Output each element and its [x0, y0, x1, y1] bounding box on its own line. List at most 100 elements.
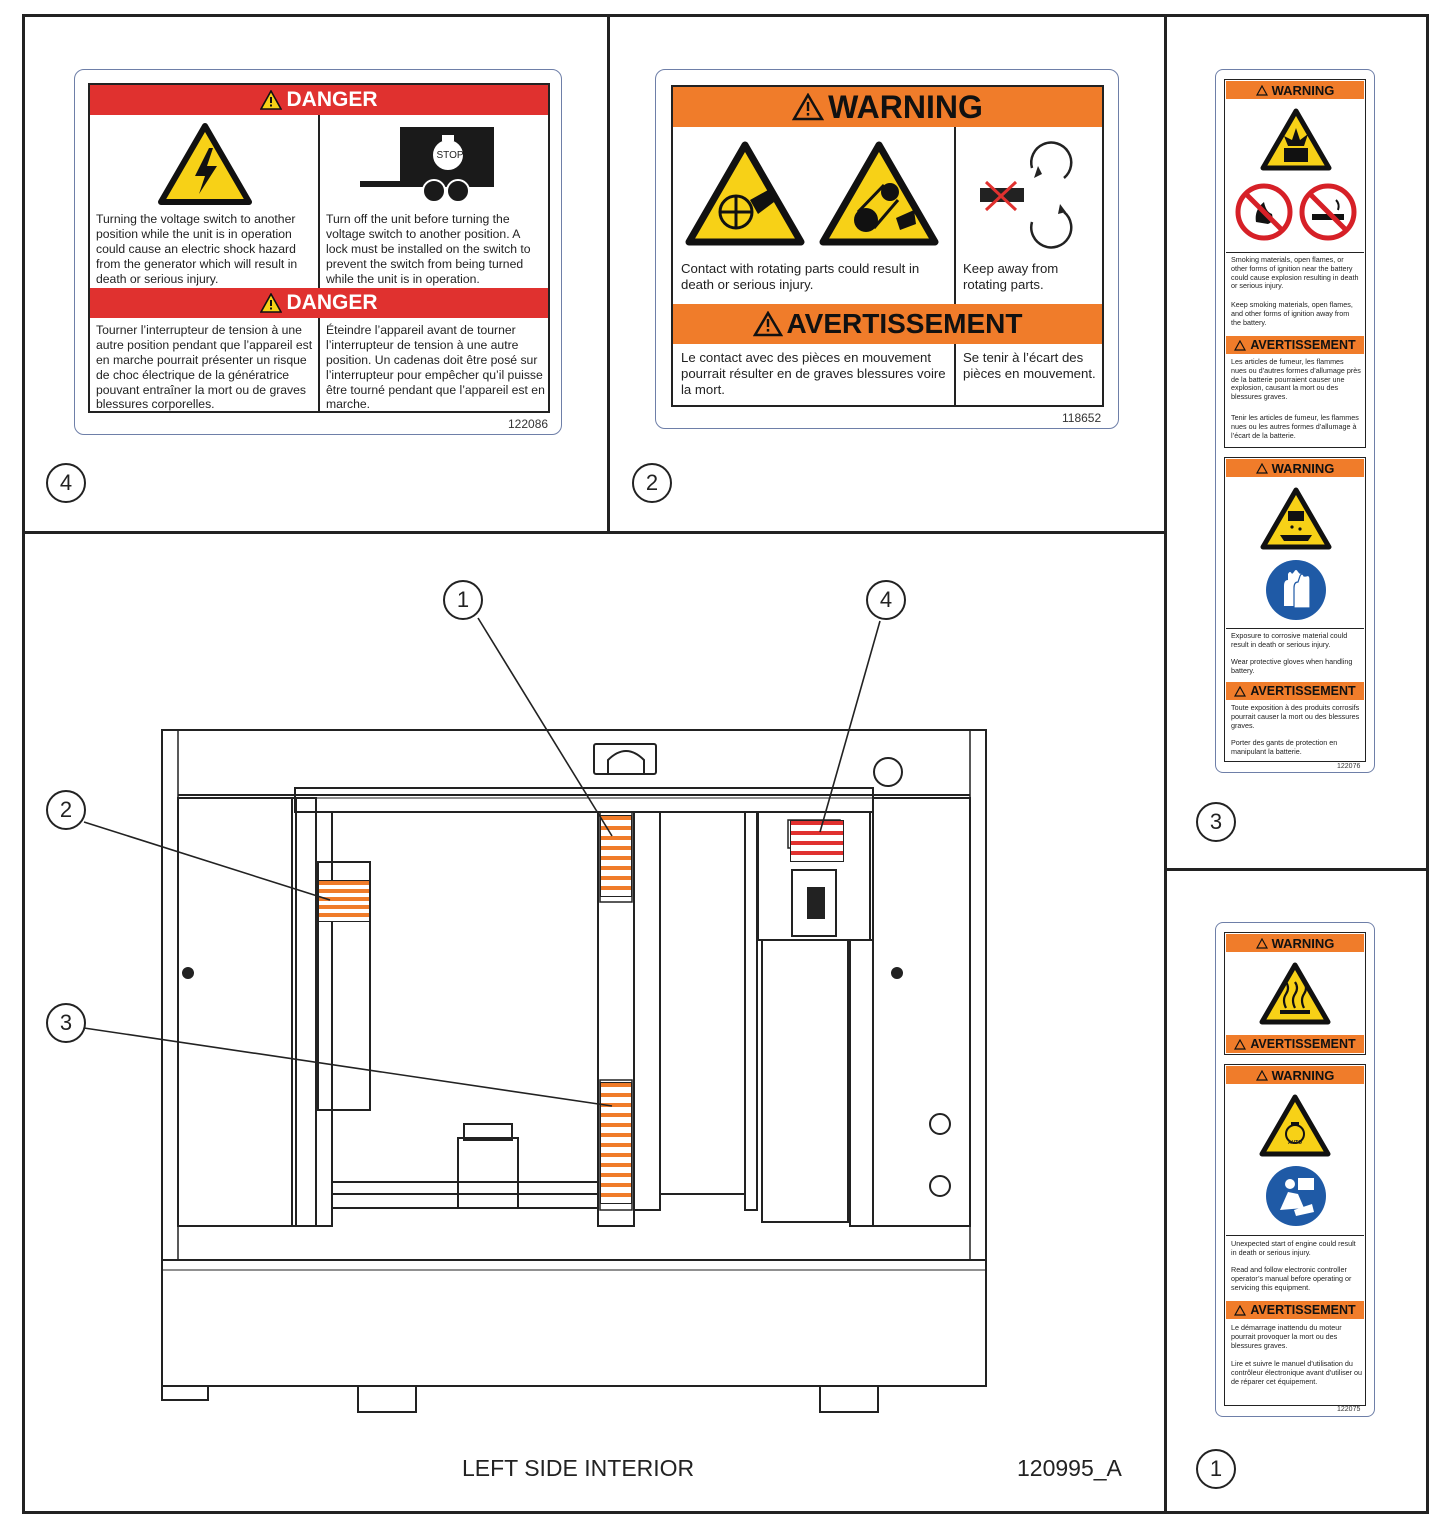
mini-label-1: [600, 815, 632, 897]
warning-title: WARNING: [828, 88, 983, 125]
battery-avert-header-2: AVERTISSEMENT: [1226, 682, 1364, 700]
part-number-122076: 122076: [1337, 763, 1361, 770]
battery-avert-title-2: AVERTISSEMENT: [1250, 684, 1356, 698]
battery-text-1c: Les articles de fumeur, les flammes nues…: [1231, 357, 1361, 402]
battery-text-2a: Exposure to corrosive material could res…: [1231, 631, 1348, 649]
battery-avert-header-1: AVERTISSEMENT: [1226, 336, 1364, 354]
drawing-title: LEFT SIDE INTERIOR: [462, 1455, 695, 1481]
warning-header: WARNING: [673, 87, 1102, 127]
hot-warning-header: WARNING: [1226, 934, 1364, 952]
mini-label-3: [600, 1082, 632, 1204]
avertissement-title: AVERTISSEMENT: [786, 308, 1023, 339]
warning-divider-v: [954, 127, 956, 407]
part-number-122086: 122086: [508, 417, 549, 431]
generator-interior-drawing: [161, 729, 987, 1413]
danger-left-fr-text: Tourner l’interrupteur de tension à une …: [96, 323, 313, 412]
battery-label-card: [1215, 69, 1375, 773]
hot-surface-icon: [1259, 962, 1331, 1025]
warning-triangle-icon: [792, 93, 825, 121]
warning-left-en-text: Contact with rotating parts could result…: [681, 261, 920, 293]
danger-title-fr: DANGER: [286, 291, 378, 314]
entanglement-fan-icon: [685, 141, 805, 246]
hot-avert-header: AVERTISSEMENT: [1226, 1035, 1364, 1053]
electric-shock-icon: [158, 123, 252, 205]
mini-label-4: [790, 820, 844, 862]
wear-gloves-icon: [1266, 560, 1326, 620]
warning-rotating-label-card: [655, 69, 1119, 429]
callout-2-panel: 2: [632, 463, 672, 503]
battery-text-2b: Wear protective gloves when handling bat…: [1231, 657, 1353, 675]
auto-warning-title: WARNING: [1271, 1067, 1335, 1083]
drawing-number: 120995_A: [1017, 1455, 1122, 1481]
auto-avert-header: AVERTISSEMENT: [1226, 1301, 1364, 1319]
warning-triangle-icon: [1255, 84, 1268, 96]
battery-label-border-bottom: [1224, 457, 1366, 762]
part-number-118652: 118652: [1062, 411, 1102, 425]
auto-start-border: [1224, 1064, 1366, 1406]
battery-explosion-icon: [1260, 108, 1332, 171]
danger-right-fr-text: Éteindre l’appareil avant de tourner l’i…: [326, 323, 545, 412]
battery-warning-title-2: WARNING: [1271, 460, 1335, 476]
battery-sep-2: [1226, 628, 1364, 629]
outer-frame: [22, 14, 1429, 1514]
keep-away-rotating-icon: [980, 141, 1073, 249]
danger-header-fr: DANGER: [90, 288, 548, 318]
battery-text-1a: Smoking materials, open flames, or other…: [1231, 255, 1359, 291]
callout-4-drawing: 4: [866, 580, 906, 620]
mini-label-2: [318, 880, 370, 922]
danger-left-en-text: Turning the voltage switch to another po…: [96, 212, 298, 286]
danger-divider-v: [318, 115, 320, 413]
battery-warning-header-1: WARNING: [1226, 81, 1364, 99]
divider-h1: [22, 531, 1167, 534]
divider-v2: [1164, 14, 1167, 1514]
battery-avert-title-1: AVERTISSEMENT: [1250, 338, 1356, 352]
warning-triangle-icon: [752, 311, 783, 337]
warning-triangle-icon: [1255, 1069, 1268, 1081]
battery-text-1b: Keep smoking materials, open flames, and…: [1231, 300, 1353, 327]
callout-3-panel: 3: [1196, 802, 1236, 842]
battery-text-2c: Toute exposition à des produits corrosif…: [1231, 703, 1360, 730]
stop-switch-icon: [360, 127, 494, 203]
hot-surface-border: [1224, 932, 1366, 1055]
warning-right-fr-text: Se tenir à l’écart des pièces en mouveme…: [963, 350, 1096, 382]
battery-text-1d: Tenir les articles de fumeur, les flamme…: [1231, 413, 1359, 440]
auto-text-d: Lire et suivre le manuel d’utilisation d…: [1231, 1359, 1363, 1386]
warning-right-en-text: Keep away from rotating parts.: [963, 261, 1059, 293]
divider-h2: [1164, 868, 1429, 871]
corrosive-icon: [1260, 487, 1332, 550]
battery-text-2d: Porter des gants de protection en manipu…: [1231, 738, 1338, 756]
warning-triangle-icon: [260, 90, 283, 110]
callout-2-drawing: 2: [46, 790, 86, 830]
callout-1-drawing: 1: [443, 580, 483, 620]
hot-avert-title: AVERTISSEMENT: [1250, 1037, 1356, 1051]
part-number-122075: 122075: [1337, 1406, 1361, 1413]
avertissement-header: AVERTISSEMENT: [673, 304, 1102, 344]
danger-right-en-text: Turn off the unit before turning the vol…: [326, 212, 531, 286]
battery-warning-title-1: WARNING: [1271, 82, 1335, 98]
warning-triangle-icon: [1234, 685, 1247, 697]
warning-triangle-icon: [1255, 937, 1268, 949]
warning-triangle-icon: [1234, 339, 1247, 351]
warning-triangle-icon: [260, 293, 283, 313]
callout-4-panel: 4: [46, 463, 86, 503]
auto-text-a: Unexpected start of engine could result …: [1231, 1239, 1356, 1257]
no-smoking-icon: [1299, 183, 1357, 241]
auto-start-icon: [1259, 1094, 1331, 1157]
warning-left-fr-text: Le contact avec des pièces en mouvement …: [681, 350, 946, 398]
hot-warning-title: WARNING: [1271, 935, 1335, 951]
callout-1-panel: 1: [1196, 1449, 1236, 1489]
warning-triangle-icon: [1234, 1304, 1247, 1316]
stop-text: STOP: [436, 150, 464, 161]
read-manual-icon: [1266, 1166, 1326, 1226]
auto-text-c: Le démarrage inattendu du moteur pourrai…: [1231, 1323, 1342, 1350]
danger-header-en: DANGER: [90, 85, 548, 115]
divider-v1: [607, 14, 610, 534]
battery-warning-header-2: WARNING: [1226, 459, 1364, 477]
entanglement-belt-icon: [819, 141, 939, 246]
auto-warning-header: WARNING: [1226, 1066, 1364, 1084]
warning-rotating-border: [671, 85, 1104, 407]
warning-triangle-icon: [1255, 462, 1268, 474]
auto-avert-title: AVERTISSEMENT: [1250, 1303, 1356, 1317]
battery-sep-1: [1226, 252, 1364, 253]
